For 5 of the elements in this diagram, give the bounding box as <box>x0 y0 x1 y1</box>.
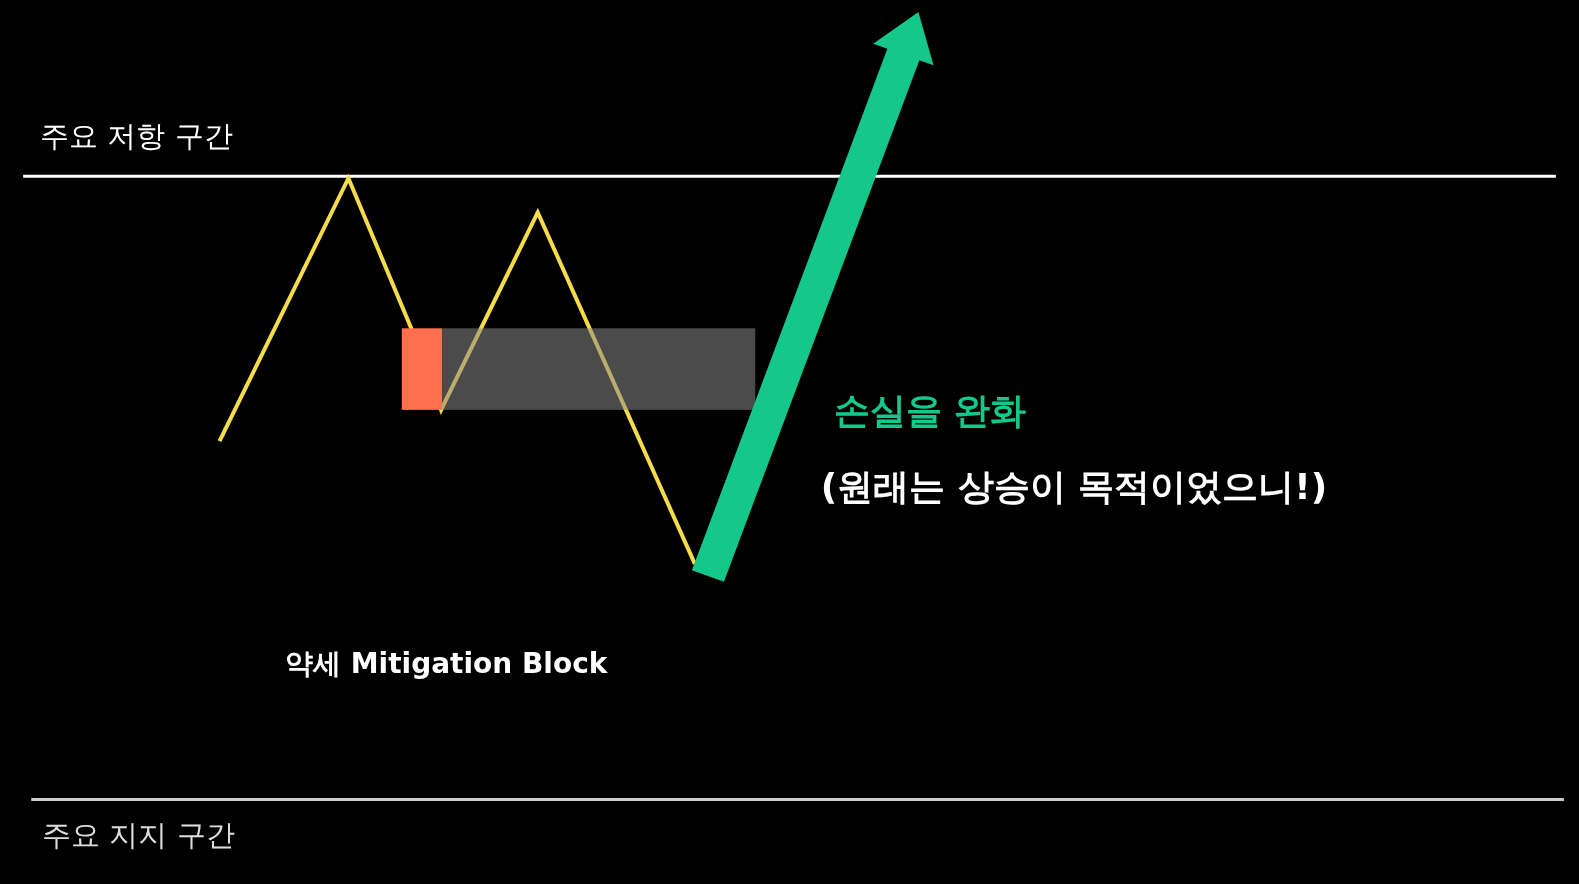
block-label: 약세 Mitigation Block <box>285 646 608 681</box>
annotation-text: (원래는 상승이 목적이었으니!) <box>820 465 1328 509</box>
zone-label: 주요 지지 구간 <box>42 817 235 853</box>
zone-label: 주요 저항 구간 <box>40 118 233 154</box>
annotation-text: 손실을 완화 <box>833 388 1027 432</box>
